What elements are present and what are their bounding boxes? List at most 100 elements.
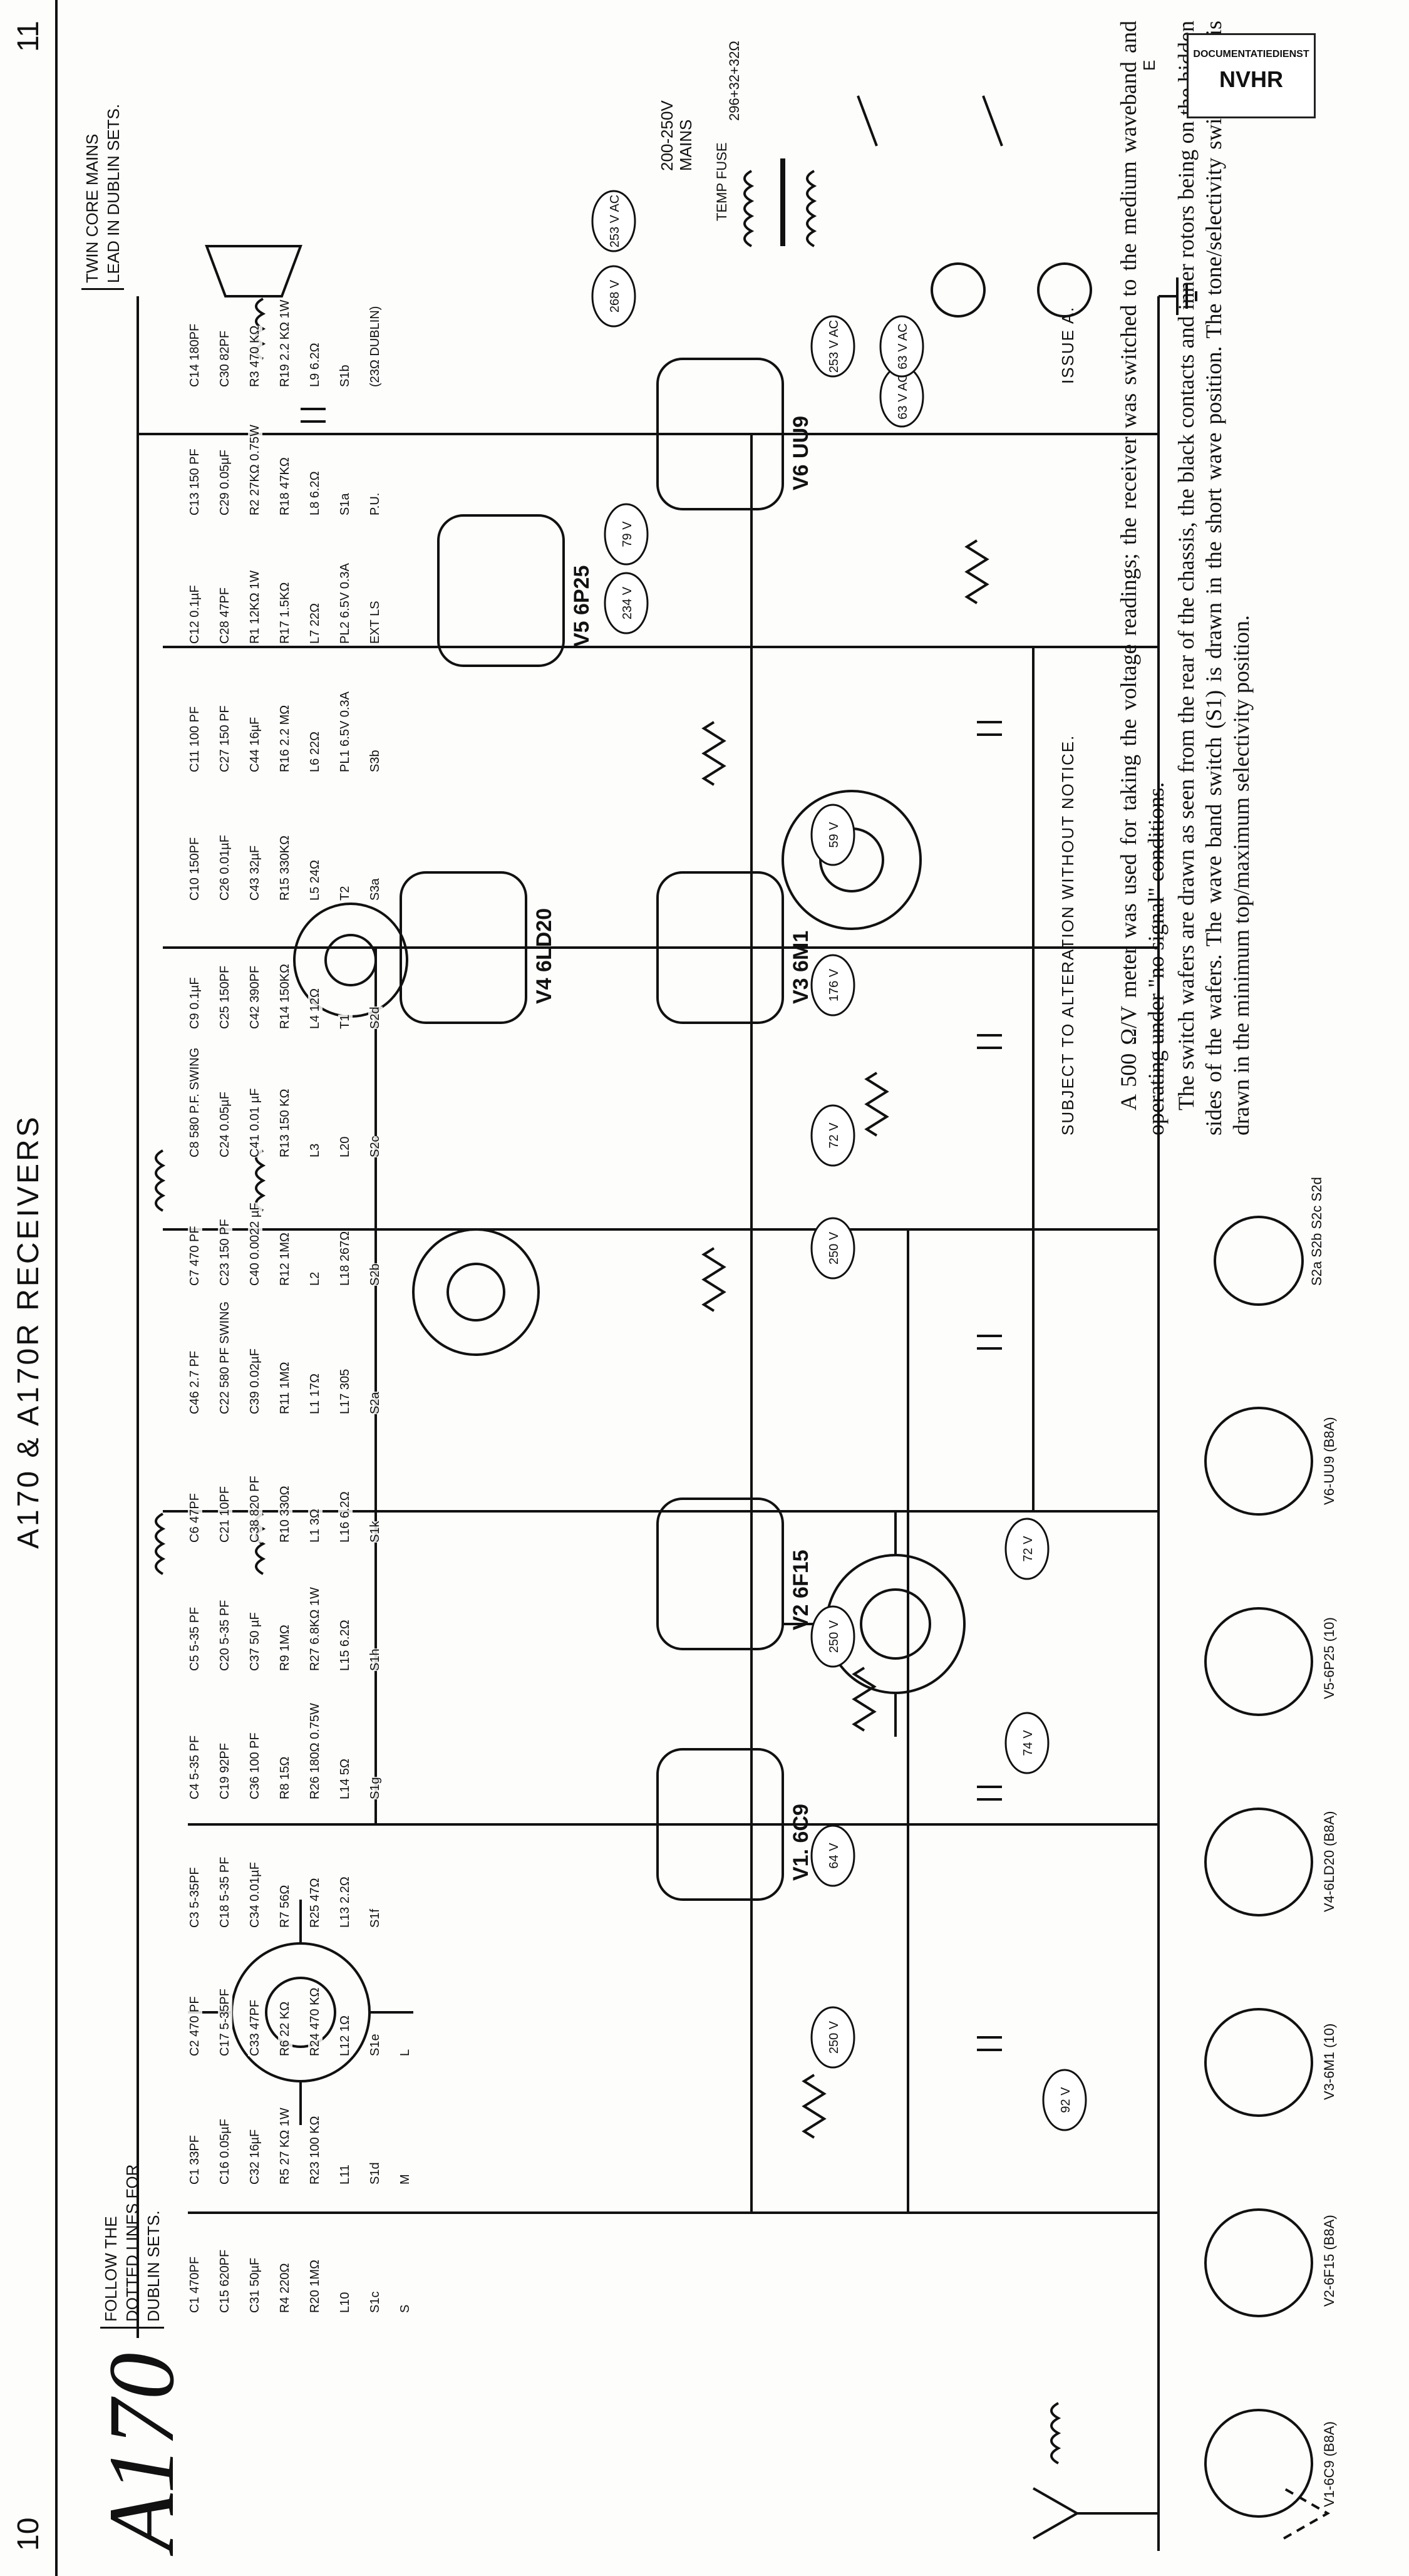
caps-label: C46 2.7 PF xyxy=(188,1350,202,1414)
base-caption-v5: V5-6P25 (10) xyxy=(1321,1617,1337,1699)
voltage-value: 63 V AC xyxy=(896,373,910,419)
valve-v3-envelope xyxy=(656,871,784,1024)
voltage-bubble xyxy=(591,265,636,328)
resistors-label: R10 330Ω xyxy=(278,1486,292,1543)
voltage-bubble xyxy=(810,1104,855,1167)
voltage-bubble xyxy=(1004,1712,1050,1774)
switch-detail-s2 xyxy=(1214,1216,1304,1306)
base-diagram-v3 xyxy=(1204,2008,1313,2117)
voltage-value: 250 V xyxy=(827,2020,841,2054)
switches-label: S1a xyxy=(338,493,353,515)
caps-label: C30 82PF xyxy=(218,330,232,387)
caps-label: C16 0.05µF xyxy=(218,2119,232,2185)
caps-label: C14 180PF xyxy=(188,323,202,387)
voltage-value: 72 V xyxy=(827,1122,841,1149)
voltage-bubble xyxy=(879,315,924,378)
caps-label: C12 0.1µF xyxy=(188,585,202,644)
coils-label: L2 xyxy=(308,1271,323,1286)
resistors-label: R5 27 KΩ 1W xyxy=(278,2108,292,2185)
resistors-label: R11 1MΩ xyxy=(278,1362,292,1414)
voltage-bubble xyxy=(591,190,636,252)
lamps-label: PL2 6.5V 0.3A xyxy=(338,563,353,644)
switches-label: S1e xyxy=(368,2034,383,2056)
caps-label: C2 470 PF xyxy=(188,1996,202,2056)
resistors-label: R20 1MΩ xyxy=(308,2260,323,2313)
coils-label: L3 xyxy=(308,1143,323,1157)
coils-label: L10 xyxy=(338,2292,353,2313)
base-caption-v3: V3-6M1 (10) xyxy=(1321,2023,1337,2100)
base-diagram-v1 xyxy=(1204,2409,1313,2518)
resistors-label: R14 150KΩ xyxy=(278,964,292,1029)
voltage-value: 176 V xyxy=(827,968,841,1001)
pilot-lamp-pl1 xyxy=(931,262,986,318)
caps-label: C28 47PF xyxy=(218,587,232,644)
caps-label: C13 150 PF xyxy=(188,448,202,515)
valve-v6-label: V6 UU9 xyxy=(789,415,813,490)
mains-tap-label: 296+32+32Ω xyxy=(726,41,742,121)
library-stamp: DOCUMENTATIEDIENST NVHR xyxy=(1187,33,1316,118)
resistors-label: R13 150 KΩ xyxy=(278,1089,292,1157)
switches-label: S1b xyxy=(338,365,353,387)
base-caption-v2: V2-6F15 (B8A) xyxy=(1321,2215,1337,2307)
base-caption-v6: V6-UU9 (B8A) xyxy=(1321,1417,1337,1505)
voltage-bubble xyxy=(810,1217,855,1280)
voltage-bubble xyxy=(1042,2069,1087,2131)
resistors-label: R6 22 KΩ xyxy=(278,2001,292,2056)
voltage-value: 79 V xyxy=(621,521,634,547)
caps-label: C37 50 µF xyxy=(248,1612,262,1671)
resistors-label: R9 1MΩ xyxy=(278,1625,292,1671)
caps-label: C38 820 PF xyxy=(248,1476,262,1543)
coils-label: L16 6.2Ω xyxy=(338,1491,353,1543)
coils-label: L9 6.2Ω xyxy=(308,343,323,387)
coils-label: L14 5Ω xyxy=(338,1759,353,1799)
caps-label: C1 33PF xyxy=(188,2135,202,2185)
resistors-label: R19 2.2 KΩ 1W xyxy=(278,299,292,387)
coils-label: L1 3Ω xyxy=(308,1509,323,1543)
coils-label: L6 22Ω xyxy=(308,732,323,772)
resistors-label: R2 27KΩ 0.75W xyxy=(248,424,262,515)
voltage-bubble xyxy=(810,954,855,1016)
voltage-value: 250 V xyxy=(827,1231,841,1265)
switches-label: S1c xyxy=(368,2291,383,2313)
resistors-label: R3 470 KΩ xyxy=(248,325,262,387)
switches-label: S2d xyxy=(368,1006,383,1029)
caps-label: C26 0.01µF xyxy=(218,835,232,901)
switches-label: S1d xyxy=(368,2162,383,2185)
misc-label: P.U. xyxy=(368,492,383,515)
speaker-symbol xyxy=(205,245,302,297)
caps-label: C19 92PF xyxy=(218,1742,232,1799)
coils-label: L8 6.2Ω xyxy=(308,471,323,515)
misc-label: L xyxy=(398,2049,413,2056)
misc-label: EXT LS xyxy=(368,601,383,644)
valve-v1-label: V1. 6C9 xyxy=(789,1804,813,1881)
voltage-bubble xyxy=(810,804,855,866)
switches-label: S2a xyxy=(368,1392,383,1414)
caps-label: C9 0.1µF xyxy=(188,977,202,1029)
base-diagram-v5 xyxy=(1204,1607,1313,1716)
caps-label: C21 10PF xyxy=(218,1486,232,1543)
alteration-notice: SUBJECT TO ALTERATION WITHOUT NOTICE. xyxy=(1058,734,1077,1135)
resistors-label: R26 180Ω 0.75W xyxy=(308,1703,323,1799)
voltage-bubble xyxy=(810,1605,855,1668)
base-caption-v4: V4-6LD20 (B8A) xyxy=(1321,1811,1337,1912)
valve-v2-envelope xyxy=(656,1497,784,1650)
lamps-label: PL1 6.5V 0.3A xyxy=(338,691,353,772)
voltage-value: 268 V xyxy=(608,279,622,313)
coils-label: L18 267Ω xyxy=(338,1231,353,1286)
resistors-label: R12 1MΩ xyxy=(278,1233,292,1286)
caps-label: C44 16µF xyxy=(248,716,262,772)
voltage-value: 64 V xyxy=(827,1843,841,1869)
voltage-bubble xyxy=(810,2006,855,2069)
coil-l1 xyxy=(1050,2402,1061,2465)
caps-label: C7 470 PF xyxy=(188,1226,202,1286)
caps-label: C5 5-35 PF xyxy=(188,1606,202,1671)
pilot-lamp-pl2 xyxy=(1037,262,1092,318)
voltage-value: 92 V xyxy=(1059,2087,1073,2113)
valve-v6-envelope xyxy=(656,358,784,510)
caps-label: C22 580 PF SWING xyxy=(218,1301,232,1414)
resistors-label: R8 15Ω xyxy=(278,1756,292,1799)
caps-label: C27 150 PF xyxy=(218,705,232,772)
